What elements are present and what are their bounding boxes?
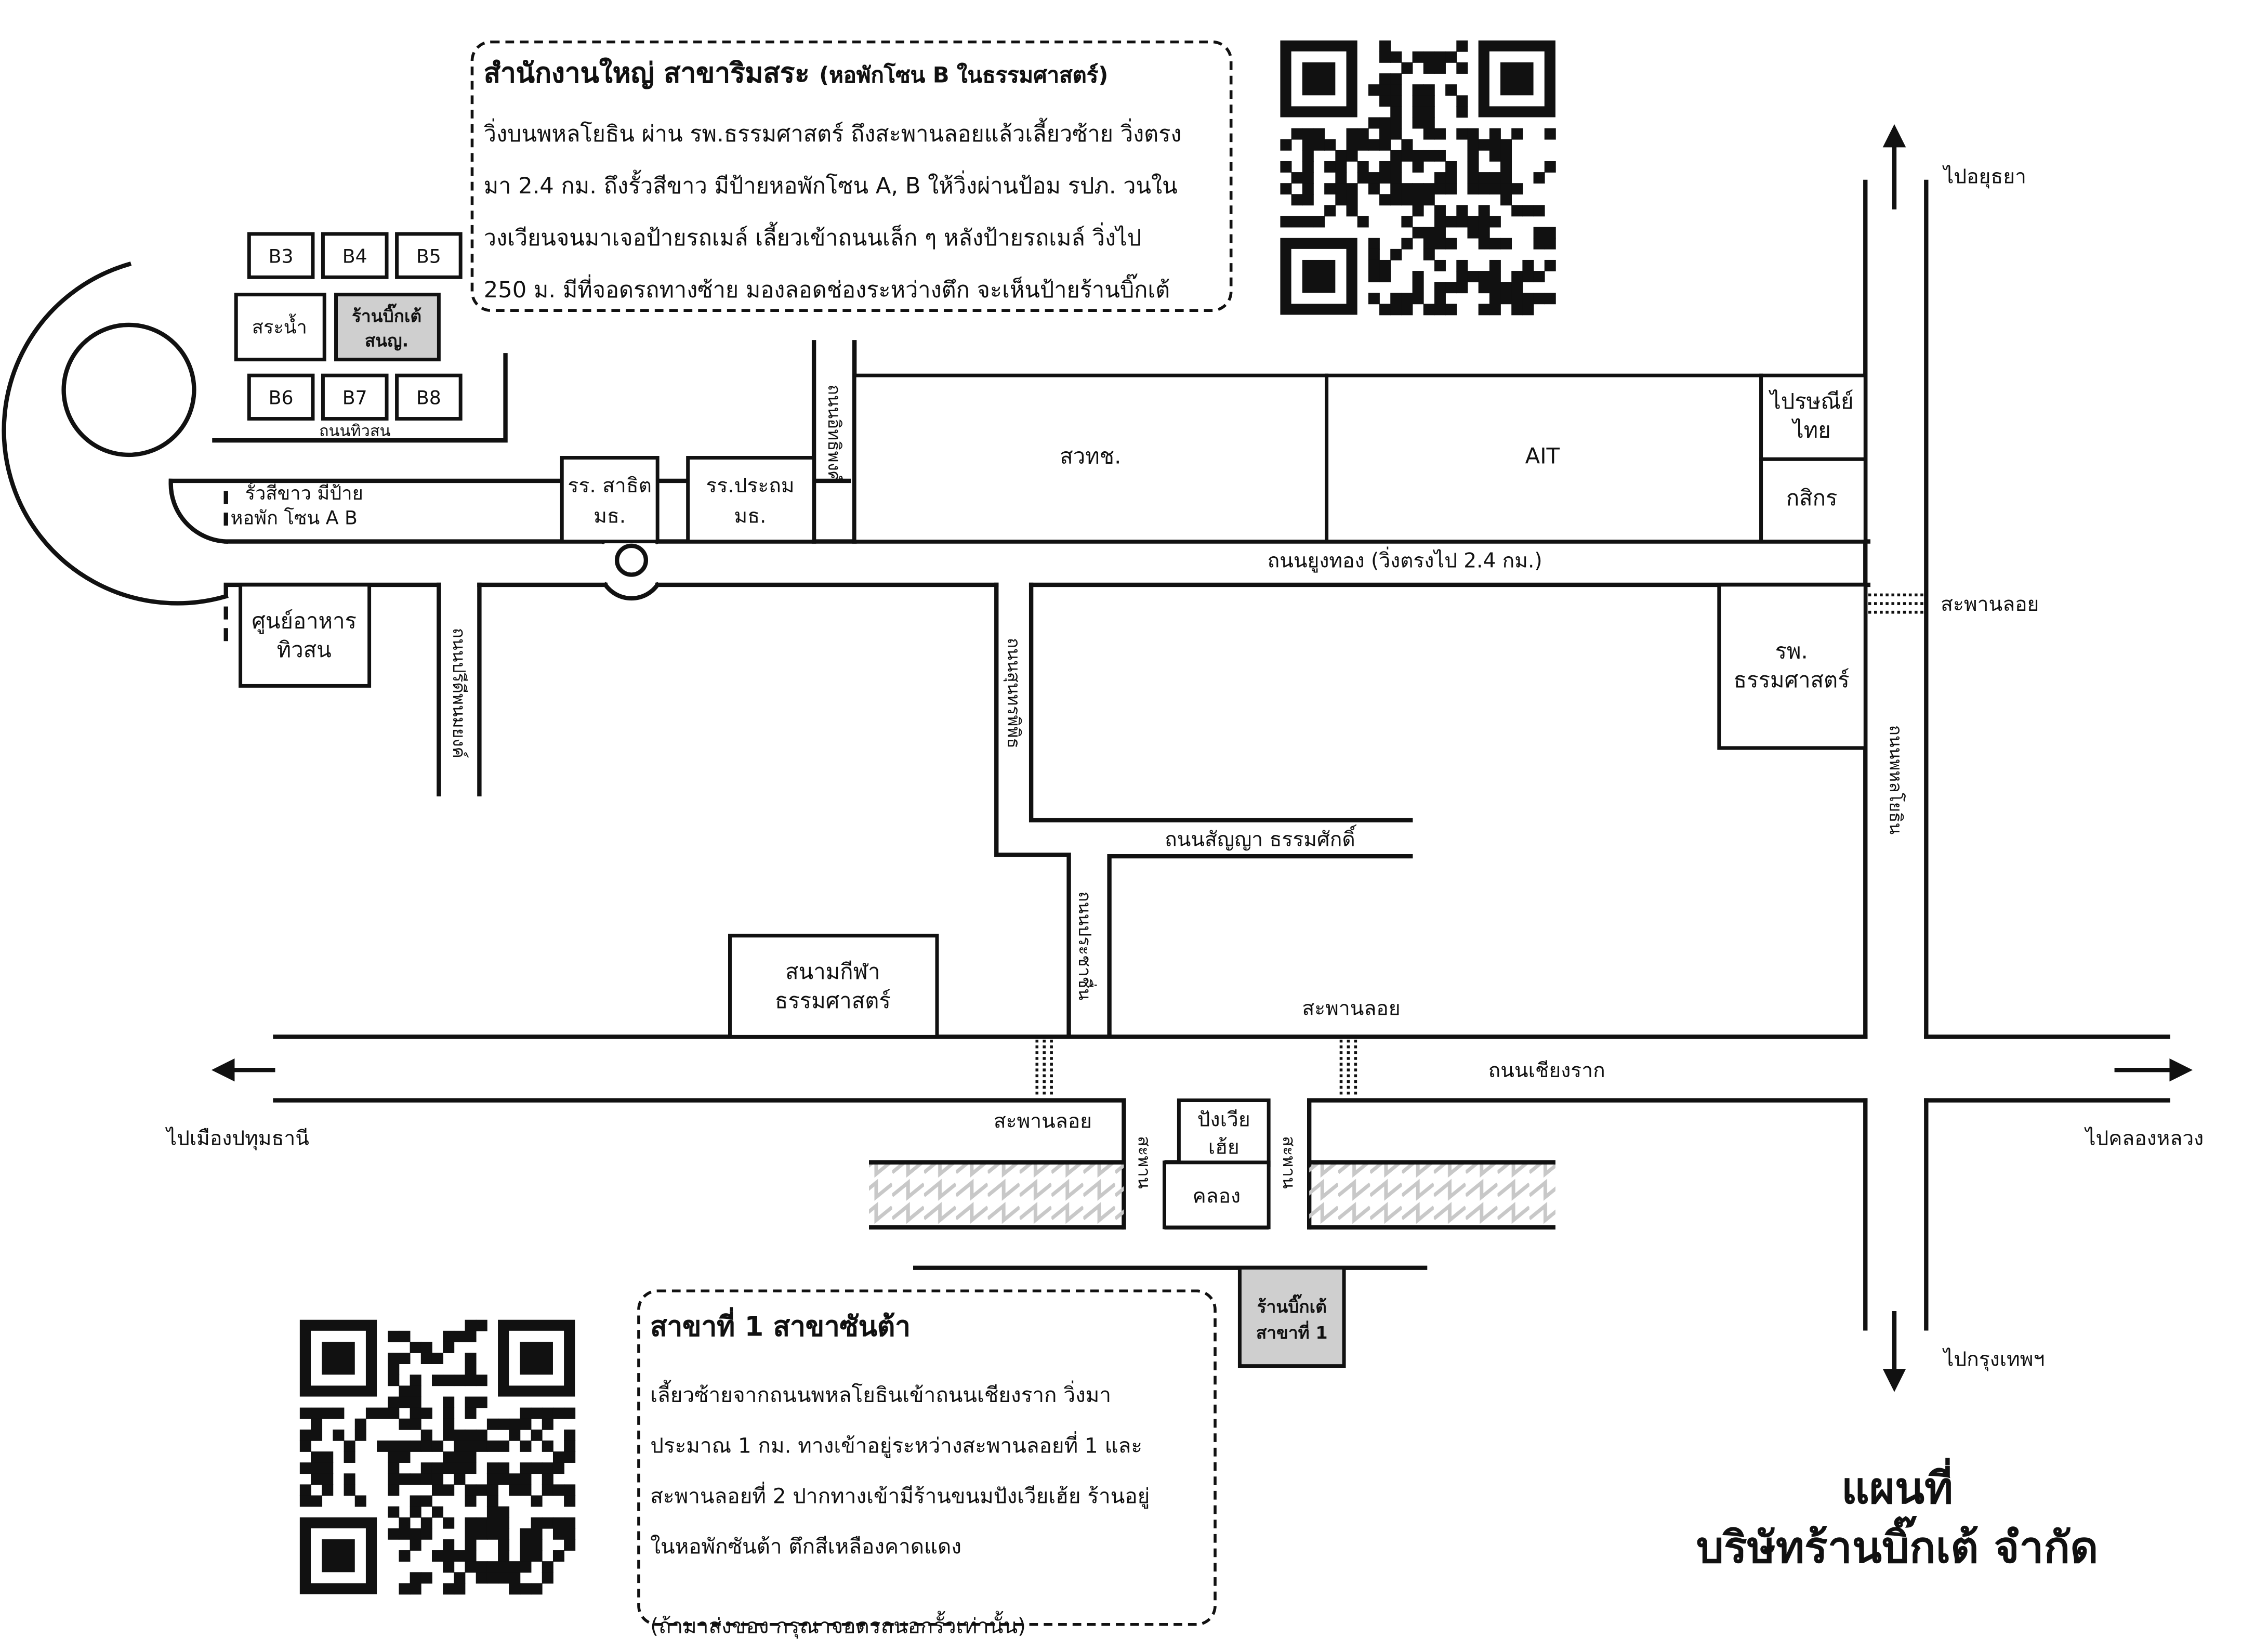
label-shop-b1-2: สาขาที่ 1	[1256, 1320, 1328, 1343]
stadium-box	[728, 934, 939, 1039]
label-tiwason-road: ถนนทิวสน	[319, 422, 391, 440]
foodcourt-box	[239, 583, 372, 688]
building-b4	[321, 232, 389, 279]
branch1-info-box: สาขาที่ 1 สาขาซันต้า เลี้ยวซ้ายจากถนนพหล…	[637, 1289, 1217, 1639]
label-road-v2: ถนนอิทธิพงศ์	[824, 385, 845, 482]
label-bridge-mid: สะพานลอย	[1302, 997, 1400, 1020]
label-bakery-1: ปังเวีย	[1197, 1108, 1250, 1132]
label-kasikorn: กสิกร	[1786, 485, 1838, 511]
canal-right	[1309, 1162, 1555, 1227]
building-pool	[234, 293, 326, 362]
nstda-box	[852, 373, 1329, 544]
label-hospital-1: รพ.	[1775, 638, 1808, 664]
label-post-1: ไปรษณีย์	[1769, 388, 1854, 414]
label-to-ayutthaya: ไปอยุธยา	[1942, 165, 2026, 189]
label-school1-2: มธ.	[594, 505, 626, 528]
label-to-bangkok: ไปกรุงเทพฯ	[1942, 1348, 2045, 1372]
hospital-box	[1717, 583, 1867, 750]
building-b5	[395, 232, 463, 279]
shop-main-box	[334, 293, 441, 362]
canal-left	[869, 1162, 1124, 1227]
label-canal: คลอง	[1193, 1185, 1241, 1208]
label-road-v4: ถนนประชาชื่น	[1075, 892, 1097, 1000]
buildings	[234, 232, 1867, 1368]
school1-box	[560, 456, 660, 544]
label-stadium-2: ธรรมศาสตร์	[775, 988, 891, 1013]
school2-box	[686, 456, 816, 544]
head-office-line-1: วิ่งบนพหลโยธิน ผ่าน รพ.ธรรมศาสตร์ ถึงสะพ…	[483, 121, 1182, 148]
building-b6	[247, 373, 315, 421]
label-b6: B6	[269, 387, 294, 409]
label-bridge-top: สะพานลอย	[1941, 593, 2039, 616]
label-foodcourt-1: ศูนย์อาหาร	[252, 608, 357, 634]
label-post-2: ไทย	[1791, 417, 1831, 443]
label-fence-1: รั้วสีขาว มีป้าย	[245, 479, 363, 504]
qr-code-icon	[1280, 40, 1556, 316]
label-b5: B5	[416, 245, 441, 268]
label-shop-b1-1: ร้านบิ๊กเต้	[1257, 1294, 1327, 1317]
label-bridge-v2: สะพาน	[1279, 1136, 1299, 1189]
label-to-khlongluang: ไปคลองหลวง	[2084, 1127, 2204, 1150]
canal-box	[1163, 1160, 1271, 1229]
label-yungthong: ถนนยูงทอง (วิ่งตรงไป 2.4 กม.)	[1268, 547, 1542, 573]
label-stadium-1: สนามกีฬา	[785, 959, 880, 984]
head-office-title: สำนักงานใหญ่ สาขาริมสระ (หอพักโซน B ในธร…	[484, 52, 1230, 95]
label-road-v1: ถนนปรีดีพนมยงค์	[449, 628, 469, 758]
roads	[2, 179, 2170, 1331]
branch1-title: สาขาที่ 1 สาขาซันต้า	[650, 1311, 911, 1343]
building-b8	[395, 373, 463, 421]
building-b7	[321, 373, 389, 421]
branch1-line-2: ประมาณ 1 กม. ทางเข้าอยู่ระหว่างสะพานลอยท…	[650, 1435, 1143, 1459]
label-title-1: แผนที่	[1841, 1458, 1953, 1514]
label-chiangrak: ถนนเชียงราก	[1488, 1059, 1605, 1082]
label-b7: B7	[342, 387, 367, 409]
building-b3	[247, 232, 315, 279]
label-foodcourt-2: ทิวสน	[277, 637, 332, 662]
ait-box	[1325, 373, 1763, 544]
label-road-v3: ถนนสุนทรพิพิธ	[1004, 638, 1024, 749]
label-bakery-2: เฮ้ย	[1208, 1135, 1240, 1159]
label-school2-1: รร.ประถม	[706, 474, 794, 498]
bridge-dots	[1035, 593, 1927, 1097]
arrows	[211, 124, 2193, 1392]
label-road-phahon: ถนนพหลโยธิน	[1886, 725, 1906, 835]
label-bridge-low: สะพานลอย	[994, 1109, 1092, 1133]
label-shop-main-2: สนญ.	[365, 331, 408, 351]
branch1-note: (ถ้ามาส่งของ กรุณาจอดรถนอกรั้วเท่านั้น)	[650, 1616, 1026, 1639]
label-school1-1: รร. สาธิต	[568, 474, 652, 498]
label-sanya-road: ถนนสัญญา ธรรมศักดิ์	[1165, 824, 1357, 852]
label-shop-main-1: ร้านบิ๊กเต้	[352, 303, 421, 326]
label-hospital-2: ธรรมศาสตร์	[1734, 667, 1850, 692]
label-fence-2: หอพัก โซน A B	[231, 506, 358, 529]
head-office-info-box: สำนักงานใหญ่ สาขาริมสระ (หอพักโซน B ในธร…	[470, 40, 1233, 312]
label-b4: B4	[342, 245, 367, 268]
label-school2-2: มธ.	[734, 505, 767, 528]
head-office-line-3: วงเวียนจนมาเจอป้ายรถเมล์ เลี้ยวเข้าถนนเล…	[483, 225, 1142, 252]
head-office-subtitle: (หอพักโซน B ในธรรมศาสตร์)	[819, 62, 1109, 88]
kasikorn-box	[1759, 457, 1867, 544]
label-b8: B8	[416, 387, 441, 409]
branch1-line-4: ในหอพักซันต้า ตึกสีเหลืองคาดแดง	[650, 1536, 961, 1560]
label-nstda: สวทช.	[1060, 443, 1121, 469]
qr-code-icon	[299, 1319, 576, 1595]
head-office-line-2: มา 2.4 กม. ถึงรั้วสีขาว มีป้ายหอพักโซน A…	[483, 173, 1178, 200]
branch1-line-1: เลี้ยวซ้ายจากถนนพหลโยธินเข้าถนนเชียงราก …	[650, 1384, 1112, 1408]
label-ait: AIT	[1525, 443, 1560, 469]
head-office-title-text: สำนักงานใหญ่ สาขาริมสระ	[483, 58, 810, 90]
branch1-line-3: สะพานลอยที่ 2 ปากทางเข้ามีร้านขนมปังเวีย…	[650, 1486, 1150, 1509]
label-bridge-v1: สะพาน	[1134, 1136, 1154, 1189]
head-office-line-4: 250 ม. มีที่จอดรถทางซ้าย มองลอดช่องระหว่…	[483, 277, 1170, 304]
label-b3: B3	[269, 245, 294, 268]
label-pool: สระน้ำ	[252, 313, 307, 338]
label-to-pathum: ไปเมืองปทุมธานี	[165, 1127, 309, 1151]
shop-b1-box	[1237, 1266, 1346, 1368]
label-title-2: บริษัทร้านบิ๊กเต้ จำกัด	[1696, 1516, 2099, 1573]
